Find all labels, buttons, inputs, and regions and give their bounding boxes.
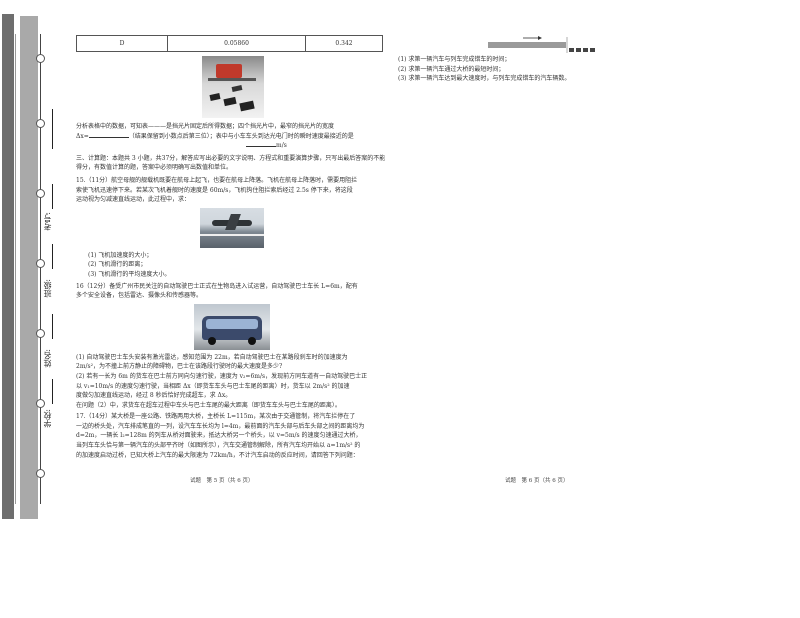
car-icon <box>590 48 595 52</box>
car-icon <box>576 48 581 52</box>
binding-line-inner <box>40 34 41 504</box>
q17-sub-1: (1) 求第一辆汽车与列车完成错车的时间； <box>398 56 511 63</box>
binding-hole <box>36 54 45 63</box>
binding-bar-dark <box>2 14 14 519</box>
answer-blank <box>246 146 276 148</box>
table-cell: 0.05860 <box>167 35 306 52</box>
data-table: D 0.05860 0.342 <box>76 35 383 52</box>
car-icon <box>583 48 588 52</box>
section-3-heading: 三、计算题：本题共 3 小题，共37分，解答应写出必要的文字说明、方程式和重要演… <box>76 154 386 172</box>
q17-text-4: 当列车车头恰与第一辆汽车的头部平齐时（如图所示），汽车交通管制解除，所有汽车均开… <box>76 442 361 450</box>
exam-page-6: (1) 求第一辆汽车与列车完成错车的时间； (2) 求第一辆汽车通过大桥的最短时… <box>398 35 628 84</box>
q17-text-1: 17.（14分）某大桥是一座公路、铁路两用大桥，主桥长 L=115m，某次由于交… <box>76 413 356 421</box>
q15-text-1: 15.（11分）航空母舰的舰载机既要在航母上起飞，也要在航母上降落。飞机在航母上… <box>76 176 358 184</box>
q16-sub-1a: (1) 自动驾驶巴士车头安装有激光雷达，感知范围为 22m，若自动驾驶巴士在某路… <box>76 353 348 361</box>
aircraft-carrier-photo <box>200 207 264 248</box>
binding-hole <box>36 399 45 408</box>
binding-margin: 学校: 姓名: 班级: 考号: <box>0 14 67 519</box>
binding-label-class: 班级: <box>43 279 52 298</box>
binding-line-outer <box>15 34 16 504</box>
delta-x-label: Δx= <box>76 132 89 140</box>
train-body <box>488 42 566 46</box>
experiment-photo <box>202 56 264 118</box>
q16-sub-2c: 度做匀加速直线运动，经过 8 秒后恰好完成超车，求 Δx。 <box>76 392 232 400</box>
q15-sub-3: (3) 飞机滑行的平均速度大小。 <box>88 270 171 278</box>
binding-hole <box>36 259 45 268</box>
q17-text-5: 的加速度启动过桥，已知大桥上汽车的最大限速为 72km/h，不计汽车启动的反应时… <box>76 451 359 459</box>
car-icon <box>569 48 574 52</box>
bridge-diagram-svg <box>488 36 595 53</box>
table-cell: 0.342 <box>305 35 383 52</box>
binding-blank-line <box>52 379 53 404</box>
binding-blank-line <box>52 184 53 209</box>
analysis-text-2b: （结果保留到小数点后第三位）；表中与小车车头到达光电门时的瞬时速度最接近的是 <box>128 132 354 140</box>
binding-label-school: 学校: <box>43 409 52 428</box>
q16-text-2: 多个安全设备，包括雷达、摄像头和传感器等。 <box>76 292 203 300</box>
page-6-footer: 试题 第 6 页（共 6 页） <box>505 478 569 484</box>
q15-text-3: 运动视为匀减速直线运动，此过程中，求： <box>76 196 191 204</box>
analysis-text-1: 分析表格中的数据，可知表———是挡光片固定后所得数据；四个挡光片中，最窄的挡光片… <box>76 123 335 130</box>
exam-page-5: D 0.05860 0.342 分析表格中的数据，可知表———是挡光片固定后所得… <box>76 35 386 460</box>
unit-label: m/s <box>276 142 287 150</box>
binding-hole <box>36 329 45 338</box>
q16-sub-3: 在问题（2）中，求货车在超车过程中车头与巴士车尾的最大距离（即货车车头与巴士车尾… <box>76 401 341 409</box>
q17-sub-2: (2) 求第一辆汽车通过大桥的最短时间； <box>398 65 505 73</box>
q17-sub-3: (3) 求第一辆汽车达到最大速度时，与列车完成错车的汽车辆数。 <box>398 75 571 83</box>
q16-sub-1b: 2m/s²，为不撞上前方静止的障碍物，巴士在该路段行驶时的最大速度是多少? <box>76 363 283 371</box>
binding-blank-line <box>52 244 53 269</box>
analysis-text-3: m/s <box>76 141 386 151</box>
q17-text-3: d=2m，一辆长 l₂=128m 的列车从桥对面驶来，抵达大桥另一个桥头，以 v… <box>76 432 362 440</box>
q15-sub-1: (1) 飞机加速度的大小； <box>88 251 153 259</box>
binding-blank-line <box>52 314 53 339</box>
q15-sub-2: (2) 飞机滑行的距离； <box>88 261 147 269</box>
answer-blank <box>88 136 129 138</box>
binding-hole <box>36 469 45 478</box>
binding-label-number: 考号: <box>43 212 52 231</box>
autonomous-bus-photo <box>194 303 270 350</box>
q16-sub-2a: (2) 若有一长为 6m 的货车在巴士前方同向匀速行驶，速度为 v₂=6m/s，… <box>76 372 368 380</box>
binding-blank-line <box>52 109 53 149</box>
analysis-text-2: Δx= （结果保留到小数点后第三位）；表中与小车车头到达光电门时的瞬时速度最接近的… <box>76 132 386 142</box>
binding-hole <box>36 119 45 128</box>
binding-bar-light <box>20 16 38 519</box>
binding-hole <box>36 189 45 198</box>
table-row: D 0.05860 0.342 <box>76 35 383 52</box>
q16-text-1: 16（12分）备受广州市民关注的自动驾驶巴士正式在生物岛进入试运营，自动驾驶巴士… <box>76 282 358 290</box>
table-cell: D <box>76 35 168 52</box>
binding-label-name: 姓名: <box>43 349 52 368</box>
arrowhead <box>538 36 542 40</box>
bridge-diagram <box>398 35 628 55</box>
q16-sub-2b: 以 v₁=10m/s 的速度匀速行驶，当相距 Δx（即货车车头与巴士车尾的距离）… <box>76 382 350 390</box>
q17-text-2: 一边的桥头处，汽车排成笔直的一列，设汽车车长均为 l=4m，最前面的汽车头部与后… <box>76 422 365 430</box>
q15-text-2: 索使飞机迅速停下来。若某次飞机着舰时的速度是 60m/s，飞机钩住阻拦索后经过 … <box>76 186 353 194</box>
page-5-footer: 试题 第 5 页（共 6 页） <box>190 478 254 484</box>
